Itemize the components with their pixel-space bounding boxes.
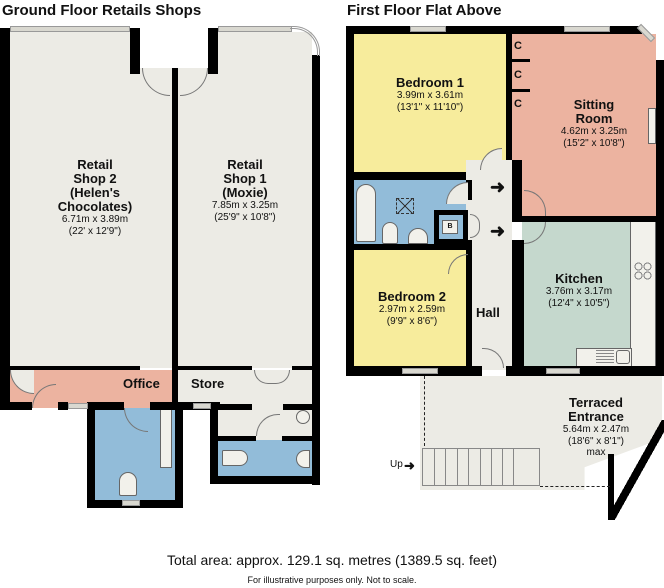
basin-icon [296, 450, 310, 468]
sink-icon [616, 350, 630, 364]
bedroom-1-label: Bedroom 1 3.99m x 3.61m (13'1" x 11'10") [396, 75, 464, 113]
retail-shop-2-room [8, 32, 172, 368]
basin-icon [296, 410, 310, 424]
first-floor-heading: First Floor Flat Above [347, 2, 502, 19]
terrace-boundary [424, 376, 425, 446]
cupboard [512, 34, 530, 62]
sitting-room-room [512, 34, 656, 218]
drainer-icon [596, 350, 614, 364]
hob-icon [634, 262, 652, 280]
kitchen-window [546, 368, 580, 374]
shower-drain-icon [396, 198, 414, 214]
hall-room [466, 160, 512, 370]
arrow-right-icon: ➜ [490, 221, 506, 241]
shop-2-window [10, 26, 130, 32]
cupboard [512, 92, 530, 122]
bedroom-2-window [402, 368, 438, 374]
fireplace-icon [648, 108, 656, 144]
bedroom-1-window [410, 26, 446, 32]
ground-floor-heading: Ground Floor Retails Shops [2, 2, 202, 19]
kitchen-worktop [630, 220, 656, 368]
shop-1-window [218, 26, 292, 32]
cupboard-label: C [514, 40, 522, 52]
bedroom-2-label: Bedroom 2 2.97m x 2.59m (9'9" x 8'6") [378, 289, 446, 327]
terrace-boundary [540, 486, 610, 487]
shop-1-curved-window [290, 26, 320, 56]
retail-shop-2-label: Retail Shop 2 (Helen's Chocolates) 6.71m… [57, 157, 133, 237]
toilet-icon [119, 472, 137, 496]
basin-icon [408, 228, 428, 244]
wc-1-counter [160, 408, 172, 468]
kitchen-label: Kitchen 3.76m x 3.17m (12'4" x 10'5") [545, 271, 613, 309]
store-room [176, 370, 312, 408]
arrow-right-icon: ➜ [490, 177, 506, 197]
wc-1-window [122, 500, 140, 506]
terraced-entrance-label: Terraced Entrance 5.64m x 2.47m (18'6" x… [562, 395, 630, 459]
boiler-icon: B [442, 220, 458, 234]
cupboard-label: C [514, 98, 522, 110]
retail-shop-1-label: Retail Shop 1 (Moxie) 7.85m x 3.25m (25'… [211, 157, 279, 223]
store-label: Store [191, 376, 225, 391]
stairs-up-label: Up [390, 459, 403, 470]
cupboard-label: C [514, 69, 522, 81]
sitting-room-window [564, 26, 610, 32]
terrace-angled-wall [608, 420, 664, 520]
total-area-text: Total area: approx. 129.1 sq. metres (13… [167, 552, 497, 568]
staircase [422, 448, 540, 486]
cupboard [512, 62, 530, 92]
store-window [193, 403, 211, 409]
bedroom-1-room [354, 34, 506, 172]
disclaimer-text: For illustrative purposes only. Not to s… [247, 575, 417, 585]
ground-floor-plan: Retail Shop 2 (Helen's Chocolates) 6.71m… [0, 0, 340, 540]
office-label: Office [123, 376, 160, 391]
hall-label: Hall [476, 305, 500, 320]
bath-icon [356, 184, 376, 242]
toilet-icon [222, 450, 248, 466]
sitting-room-label: Sitting Room 4.62m x 3.25m (15'2" x 10'8… [560, 97, 628, 149]
arrow-right-icon: ➜ [404, 458, 415, 473]
first-floor-plan: C C C ➜ ➜ B Up ➜ Bedroom 1 3.9 [340, 0, 664, 540]
toilet-icon [382, 222, 398, 244]
office-window [68, 403, 88, 409]
